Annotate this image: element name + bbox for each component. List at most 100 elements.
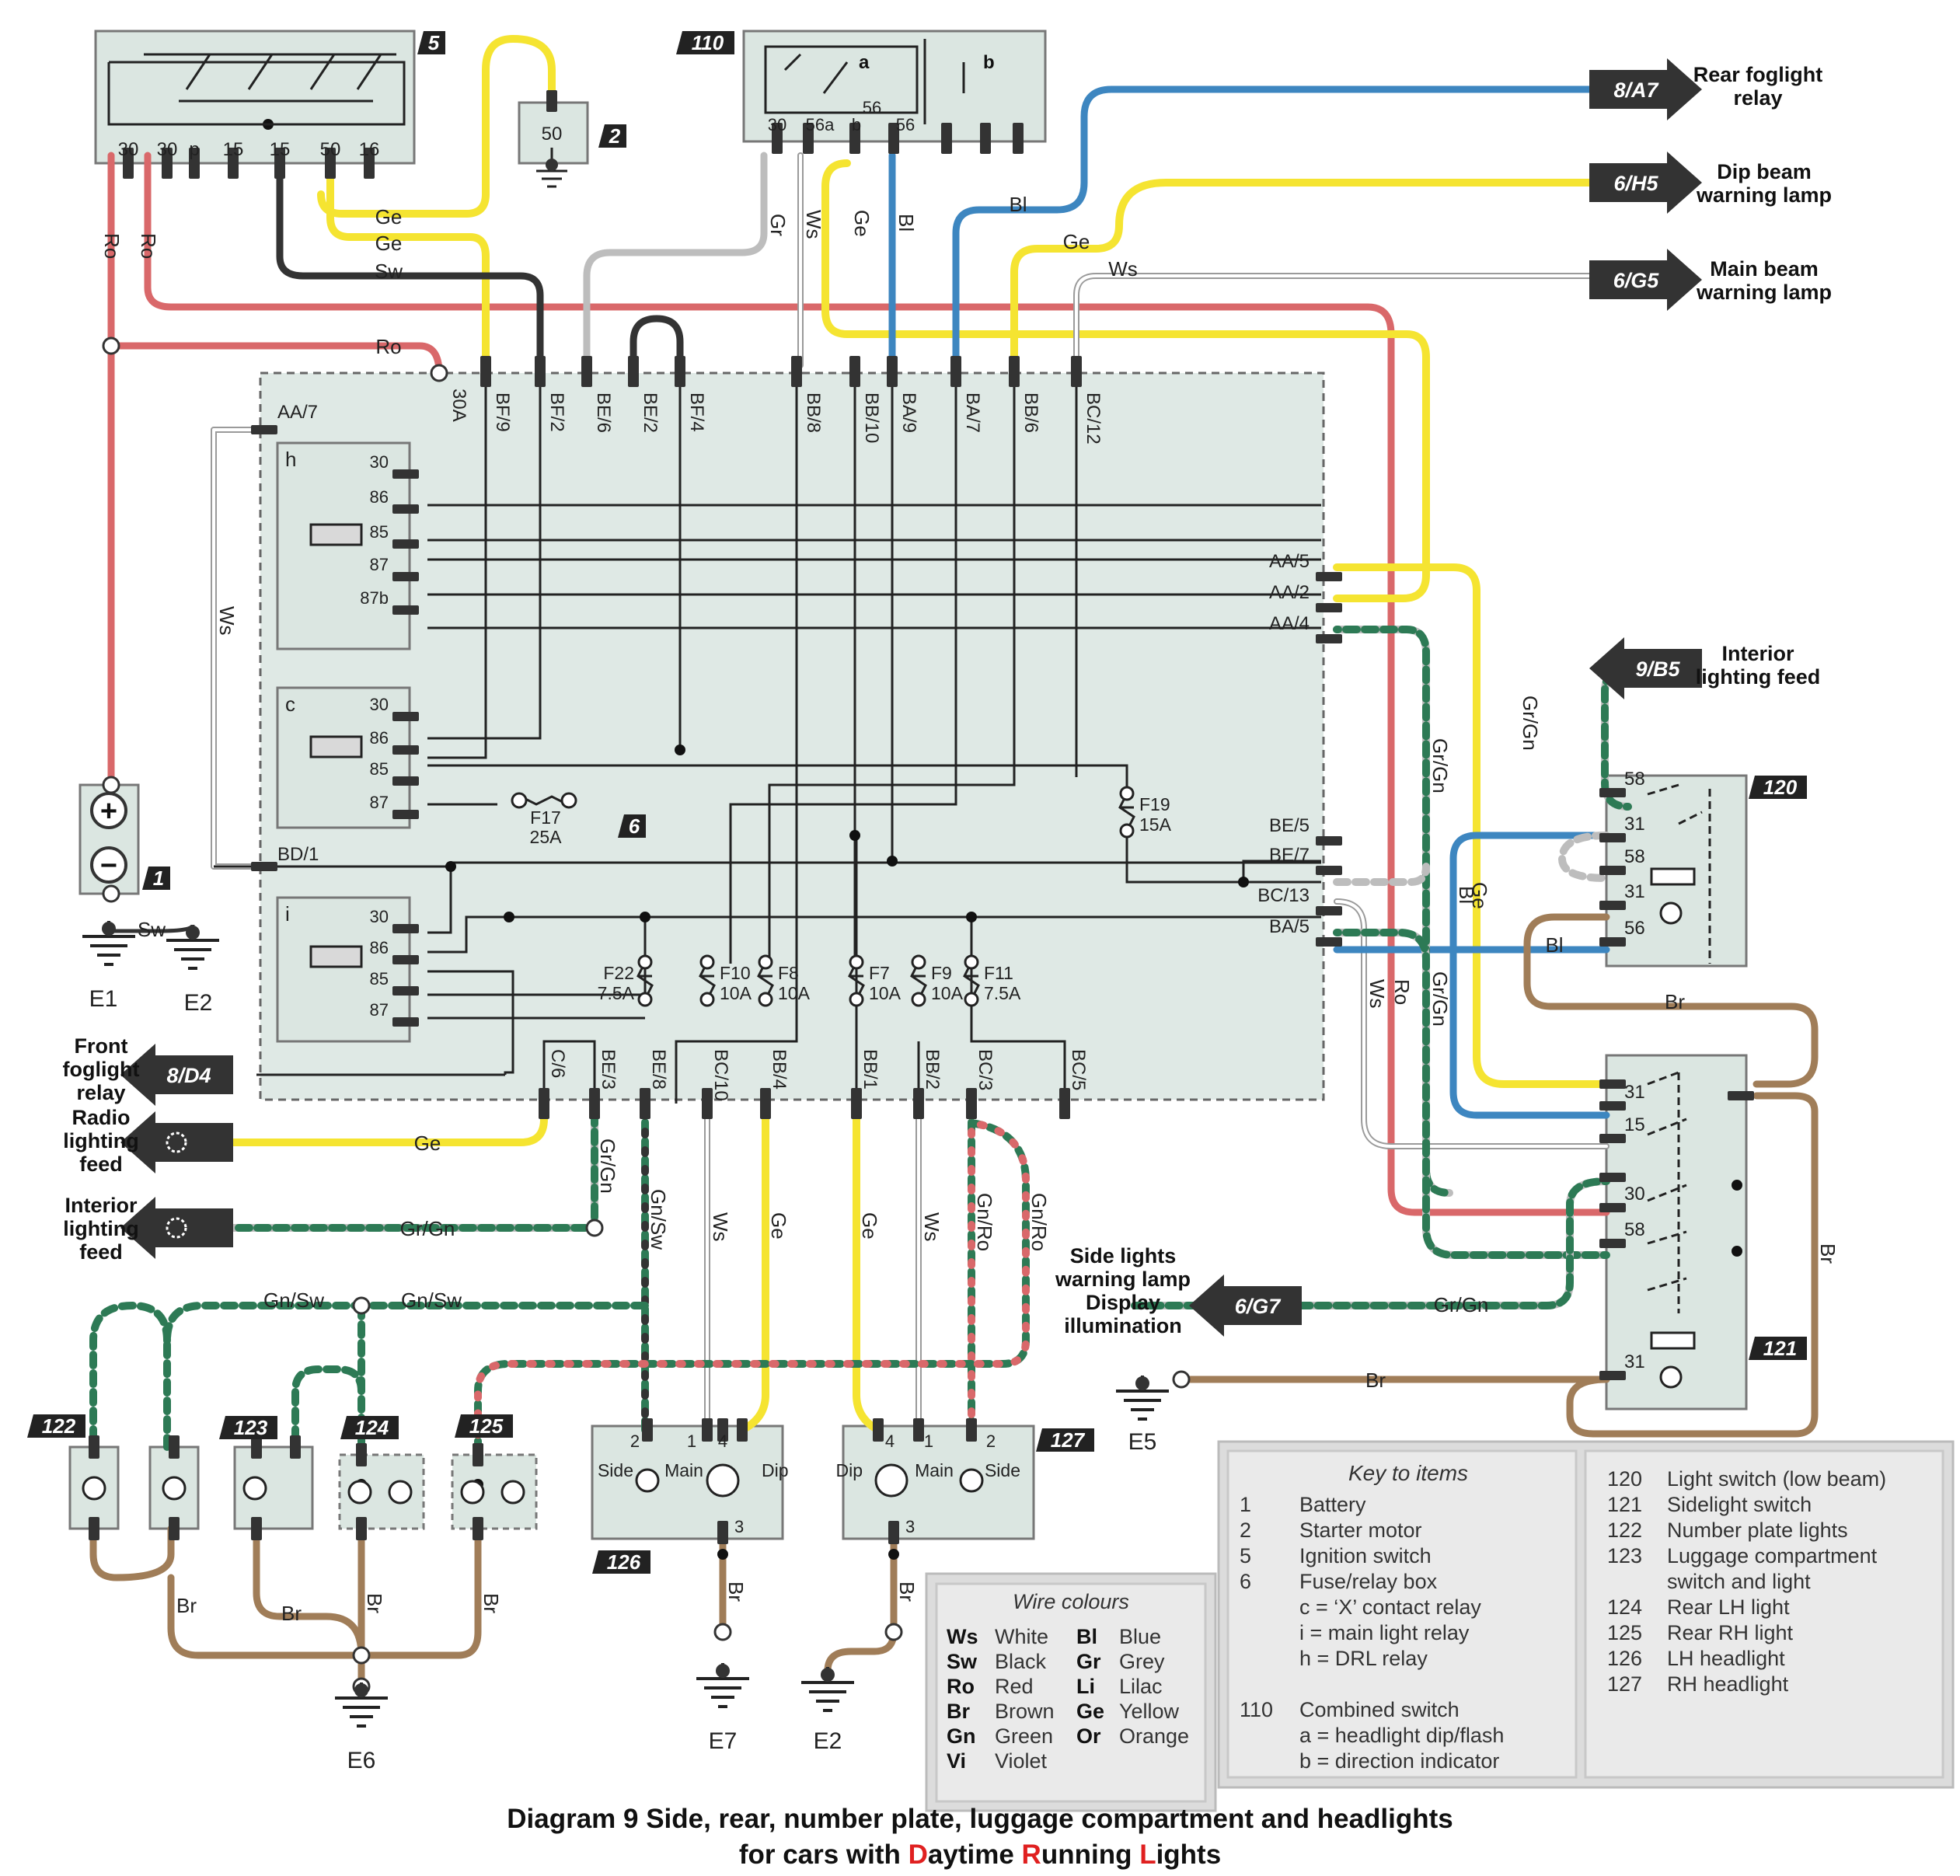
wire-grgn-120loop [1558, 832, 1610, 882]
key-desc: Light switch (low beam) [1667, 1467, 1886, 1491]
wire-colours-heading: Wire colours [1013, 1590, 1129, 1613]
wire-red-3 [144, 152, 1610, 1216]
wc-code: Gr [1076, 1650, 1101, 1673]
switch120-resistor [1650, 867, 1696, 886]
wire-gnro-125 [474, 1119, 1030, 1459]
badge-122 [27, 1414, 85, 1438]
switch121-pin-label: 15 [1624, 1114, 1645, 1135]
key-desc: RH headlight [1667, 1672, 1789, 1696]
key-num: 2 [1240, 1519, 1251, 1542]
badge-120 [1749, 776, 1807, 799]
connector-label-top: BB/8 [803, 392, 824, 433]
ignition-terminal-label: p [189, 139, 199, 160]
fuse-end [849, 992, 864, 1007]
wire-label-gnsw: Gn/Sw [647, 1189, 670, 1250]
wire-gnsw-rear2 [89, 1302, 171, 1451]
wire-sw-e2 [111, 924, 195, 933]
ref-8d4-text: Front [75, 1034, 128, 1058]
wire-yellow-starter [317, 35, 556, 218]
terminal-pin [392, 572, 419, 581]
lamp-pin: 3 [734, 1517, 744, 1536]
fuse-rating: 15A [1139, 814, 1172, 835]
ref-6h5-text: warning lamp [1696, 183, 1832, 207]
starter-motor [518, 101, 589, 165]
key-num: 122 [1607, 1519, 1642, 1542]
terminal-pin [1316, 634, 1342, 643]
ref-interior-text: Interior [65, 1194, 138, 1217]
cs-label: 30 [768, 115, 786, 134]
wc-name: White [995, 1625, 1048, 1648]
relay-pin-label: 87 [370, 1000, 389, 1020]
terminal-pin [702, 1088, 713, 1119]
fuse-rating: 10A [778, 983, 811, 1003]
fuse-rating: 10A [931, 983, 964, 1003]
diagram-title-line1: Diagram 9 Side, rear, number plate, lugg… [507, 1804, 1453, 1834]
terminal-pin [356, 1517, 367, 1540]
ref-8d4-arrow-icon [120, 1044, 233, 1106]
wire-label-br: Br [895, 1581, 919, 1602]
bulb-icon [959, 1468, 984, 1493]
battery-minus-icon [90, 846, 127, 884]
ground-e2-label: E2 [184, 990, 213, 1016]
wire-label-gnro: Gn/Ro [1027, 1193, 1051, 1251]
fuse-label: F10 [720, 963, 751, 983]
connector-label-top: BC/12 [1083, 392, 1104, 445]
ground-e6-node [354, 1683, 368, 1697]
wire-yellow-ge1 [326, 159, 490, 369]
relay-pin-label: 85 [370, 759, 389, 779]
lh-headlight [591, 1424, 784, 1540]
terminal-pin [392, 605, 419, 615]
battery-minus-label: − [100, 849, 117, 882]
key-desc: Sidelight switch [1667, 1493, 1812, 1516]
key-num: 120 [1607, 1467, 1642, 1491]
ref-6g5-text: Main beam [1710, 257, 1819, 281]
fuse-end [699, 992, 715, 1007]
badge-110 [676, 31, 734, 54]
badge-110-text: 110 [692, 31, 724, 54]
ref-radio-text: lighting [63, 1129, 138, 1152]
lamp-pin: 3 [905, 1517, 915, 1536]
wire-label-br: Br [1665, 990, 1685, 1013]
terminal-pin [535, 356, 546, 387]
lamp-pin: 4 [718, 1431, 727, 1451]
connector-label-top: BF/4 [686, 392, 707, 432]
cs-contact-a: a [859, 52, 870, 73]
wire-label-sw: Sw [138, 918, 166, 941]
key-desc: Rear LH light [1667, 1595, 1790, 1619]
terminal-pin [1013, 123, 1024, 154]
wc-name: Green [995, 1724, 1053, 1748]
switch121-pin-label: 31 [1624, 1082, 1645, 1103]
terminal-pin [642, 1418, 653, 1442]
connector-label-top: BE/6 [593, 392, 614, 433]
wire-label-ge: Ge [414, 1132, 441, 1155]
ref-6g7-code: 6/G7 [1235, 1295, 1282, 1318]
wire-yellow-bb4 [738, 1100, 769, 1434]
key-desc: Combined switch [1299, 1698, 1460, 1721]
fuse-label: F7 [869, 963, 890, 983]
terminal-pin [1316, 906, 1342, 915]
badge-5-text: 5 [428, 31, 440, 54]
switch121-resistor [1650, 1331, 1696, 1350]
wire-yellow-6h5 [1010, 179, 1620, 369]
key-desc: c = ‘X’ contact relay [1299, 1595, 1481, 1619]
terminal-pin [966, 1088, 977, 1119]
terminal-pin [1316, 937, 1342, 947]
connector-label-top: BF/9 [492, 392, 513, 432]
key-desc: Fuse/relay box [1299, 1570, 1438, 1593]
terminal-pin [913, 1418, 924, 1442]
wire-yellow-dip [821, 159, 1430, 602]
wire-brown-120 [1523, 913, 1819, 1088]
terminal-pin [189, 148, 200, 179]
relay-pin-label: 87b [360, 588, 389, 608]
cs-label: 56 [863, 98, 881, 117]
badge-121 [1749, 1337, 1807, 1360]
terminal-pin [392, 469, 419, 479]
terminal-pin [162, 148, 173, 179]
wc-code: Br [947, 1700, 970, 1723]
wc-code: Vi [947, 1749, 966, 1773]
ref-6h5-arrow-icon [1589, 152, 1702, 214]
fuse-end [560, 792, 577, 809]
